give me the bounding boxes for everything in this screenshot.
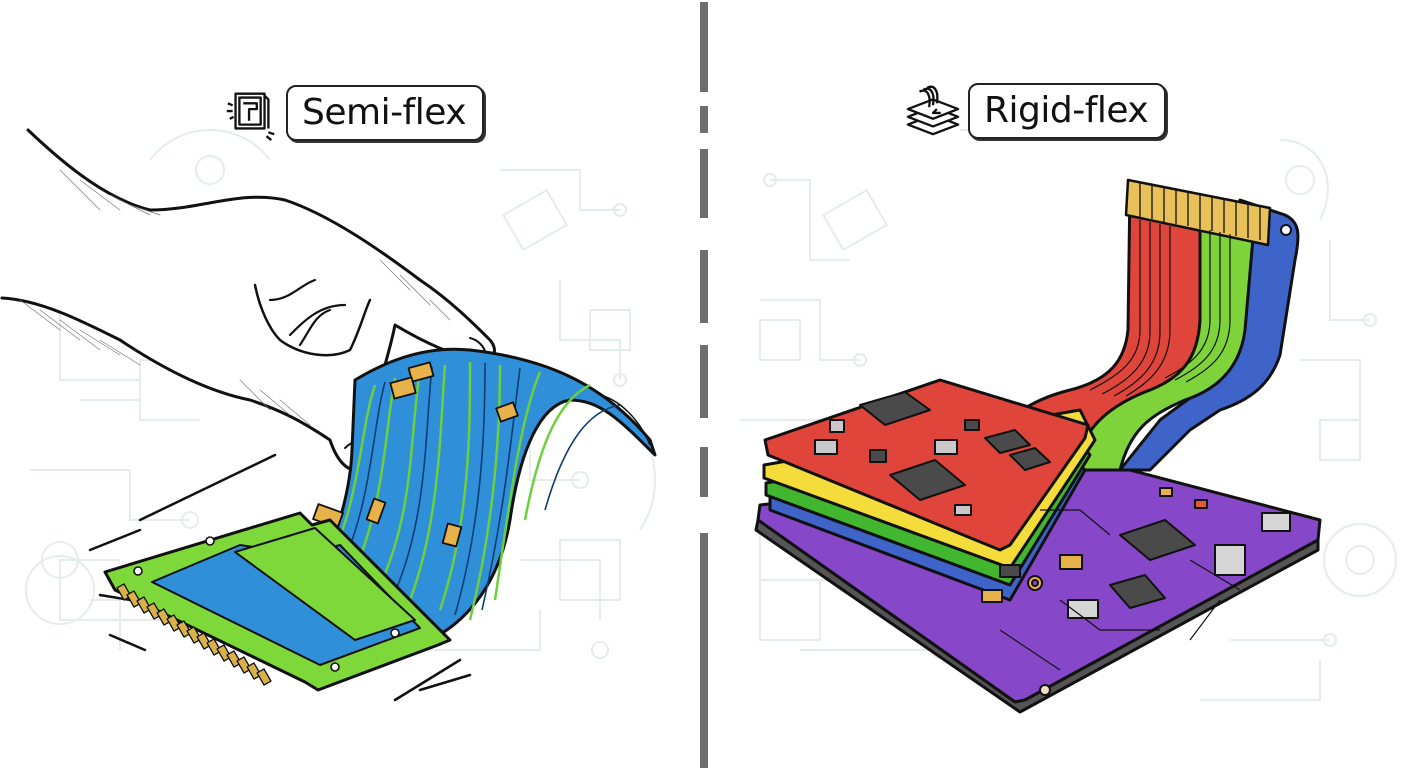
rigid-flex-illustration: [754, 178, 1322, 714]
rigid-flex-title: Rigid-flex: [968, 83, 1167, 139]
semi-flex-illustration: [0, 128, 657, 702]
semi-flex-title: Semi-flex: [286, 85, 485, 141]
semi-flex-panel: Semi-flex: [0, 84, 657, 702]
stacked-layers-icon: [906, 85, 960, 136]
rigid-board: [103, 511, 452, 692]
semi-flex-label: Semi-flex: [222, 84, 485, 142]
rigid-flex-panel: Rigid-flex: [704, 0, 1408, 768]
bent-board-icon: [226, 92, 275, 141]
rigid-flex-label: Rigid-flex: [904, 82, 1167, 140]
flex-section: [298, 347, 657, 642]
panel-divider: [700, 2, 708, 768]
